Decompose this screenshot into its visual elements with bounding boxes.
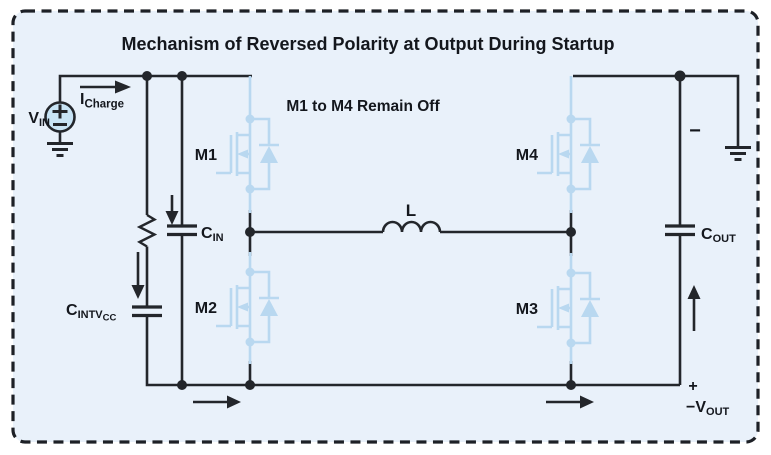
junction-dot — [245, 380, 255, 390]
capacitors — [132, 224, 695, 318]
grounds — [47, 142, 751, 161]
label-cout-base: C — [701, 226, 713, 243]
resistor — [136, 213, 158, 248]
arrow-vout-up — [687, 285, 701, 331]
junction-dots — [142, 70, 686, 390]
inductor — [381, 220, 442, 233]
m2-body-arrow-icon — [237, 302, 248, 312]
label-cout: COUT — [701, 226, 736, 245]
label-cin: CIN — [201, 225, 224, 244]
junction-dot — [674, 70, 686, 82]
m3-body-diode-wires — [571, 271, 600, 345]
label-m3: M3 — [516, 301, 538, 318]
cap-cintvcc — [132, 305, 162, 318]
label-cin-sub: IN — [213, 232, 224, 244]
label-m1: M1 — [195, 147, 217, 164]
label-cintvcc: CINTVCC — [66, 302, 116, 324]
m1-body-diode-wires — [250, 117, 279, 191]
label-cintvcc-subsub: CC — [103, 313, 117, 324]
label-cin-base: C — [201, 225, 213, 242]
cap-cin — [167, 224, 197, 237]
ground-icon-right — [725, 146, 751, 161]
label-vin-base: V — [28, 110, 39, 127]
m3-source-node — [566, 338, 576, 348]
label-vin-sub: IN — [39, 117, 50, 129]
label-m2: M2 — [195, 300, 217, 317]
junction-dot — [245, 227, 255, 237]
m2-body-diode-wires — [250, 270, 279, 344]
m4-body-diode-icon — [581, 146, 599, 163]
figure-note: M1 to M4 Remain Off — [286, 98, 440, 115]
junction-dot — [177, 71, 187, 81]
mosfet-m4 — [537, 76, 600, 213]
label-vout: −VOUT — [686, 399, 730, 418]
m4-body-diode-wires — [571, 117, 600, 191]
figure-title: Mechanism of Reversed Polarity at Output… — [121, 34, 614, 54]
label-vin: VIN — [28, 110, 50, 129]
wire-vin-to-m1 — [58, 74, 252, 103]
m1-drain-node — [245, 114, 255, 124]
ground-icon-left — [47, 142, 73, 157]
m1-source-node — [245, 184, 255, 194]
plus-icon — [52, 104, 68, 119]
m3-drain-node — [566, 268, 576, 278]
junction-dot — [566, 380, 576, 390]
mosfet-m1 — [216, 76, 279, 213]
label-cout-sub: OUT — [713, 233, 737, 245]
arrow-icharge-right — [80, 80, 131, 94]
m2-body-diode-icon — [260, 299, 278, 316]
label-cintvcc-sub: INTV — [78, 309, 104, 321]
m1-body-diode-icon — [260, 146, 278, 163]
label-vout-base: −V — [686, 399, 706, 416]
m3-body-diode-icon — [581, 300, 599, 317]
m4-source-node — [566, 184, 576, 194]
m2-source-node — [245, 337, 255, 347]
junction-dot — [142, 71, 152, 81]
junction-dot — [177, 380, 187, 390]
label-output-plus: + — [688, 378, 697, 395]
m2-drain-node — [245, 267, 255, 277]
current-arrows — [80, 80, 701, 409]
m4-drain-node — [566, 114, 576, 124]
m1-body-arrow-icon — [237, 149, 248, 159]
junction-dot — [566, 227, 576, 237]
vin-source — [44, 101, 76, 133]
label-icharge-sub: Charge — [84, 99, 124, 111]
m4-body-arrow-icon — [558, 149, 569, 159]
cap-cout — [665, 224, 695, 237]
label-cintvcc-base: C — [66, 302, 78, 319]
arrow-cintvcc-down — [131, 252, 145, 299]
wire-bottom-rail — [145, 317, 680, 387]
mosfets-off — [216, 76, 600, 364]
arrow-cin-down — [165, 195, 179, 225]
label-m4: M4 — [516, 147, 538, 164]
label-output-minus: − — [689, 120, 701, 142]
mosfet-m3 — [537, 253, 600, 364]
mosfet-m2 — [216, 252, 279, 364]
arrow-bottom-left-right — [193, 395, 241, 409]
label-vout-sub: OUT — [706, 406, 730, 418]
arrow-bottom-right-right — [546, 395, 594, 409]
wire-top-right — [573, 74, 740, 146]
m3-body-arrow-icon — [558, 303, 569, 313]
label-inductor: L — [406, 201, 416, 220]
label-icharge: ICharge — [80, 91, 124, 111]
label-icharge-base: I — [80, 91, 84, 108]
